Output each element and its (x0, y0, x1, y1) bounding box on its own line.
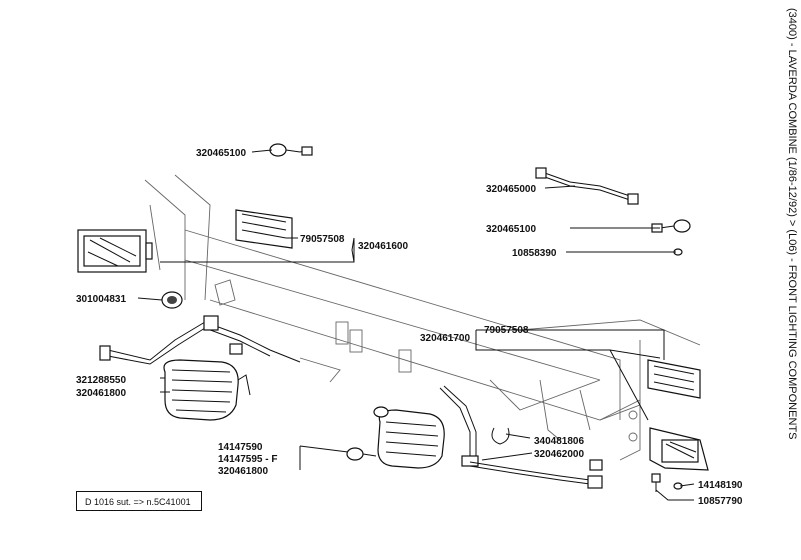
part-label: 320461700 (420, 333, 470, 344)
part-label: 320461800 (76, 388, 126, 399)
part-label: 320461600 (358, 241, 408, 252)
side-marker-lamp-right (647, 359, 701, 399)
part-label: 320465000 (486, 184, 536, 195)
cable-connector-lower (469, 459, 603, 489)
rear-lamp-left (77, 229, 153, 273)
plug-connector-top (269, 143, 313, 157)
part-label: 14148190 (698, 480, 743, 491)
wiring-harness-left (99, 315, 301, 365)
part-labels: 320465100 79057508 320461600 301004831 3… (76, 148, 743, 507)
reference-note: D 1016 sut. => n.5C41001 (76, 491, 202, 511)
wiring-harness-center (439, 385, 510, 467)
diagram-title: (3400) - LAVERDA COMBINE (1/86-12/92) > … (786, 8, 798, 440)
harness-connector-right-top (535, 167, 639, 205)
part-label: 320461800 (218, 466, 268, 477)
grommet (161, 291, 183, 309)
part-label: 320465100 (486, 224, 536, 235)
work-lamp-left (163, 359, 251, 421)
bolt (651, 473, 661, 492)
part-label: 301004831 (76, 294, 126, 305)
part-label: 10858390 (512, 248, 557, 259)
part-label: 10857790 (698, 496, 743, 507)
rear-lamp-right (649, 427, 709, 471)
part-label: 340481806 (534, 436, 584, 447)
part-label: 79057508 (484, 325, 529, 336)
machine-frame (144, 174, 701, 461)
work-lamp-center (373, 406, 445, 469)
plug-connector-right (651, 219, 691, 233)
side-marker-lamp (235, 209, 293, 249)
bulb-holder (346, 447, 377, 461)
part-label: 79057508 (300, 234, 345, 245)
leader-lines (137, 149, 695, 501)
part-label: 14147590 (218, 442, 263, 453)
part-label: 14147595 - F (218, 454, 278, 465)
part-label: 320462000 (534, 449, 584, 460)
part-label: 320465100 (196, 148, 246, 159)
part-label: 321288550 (76, 375, 126, 386)
